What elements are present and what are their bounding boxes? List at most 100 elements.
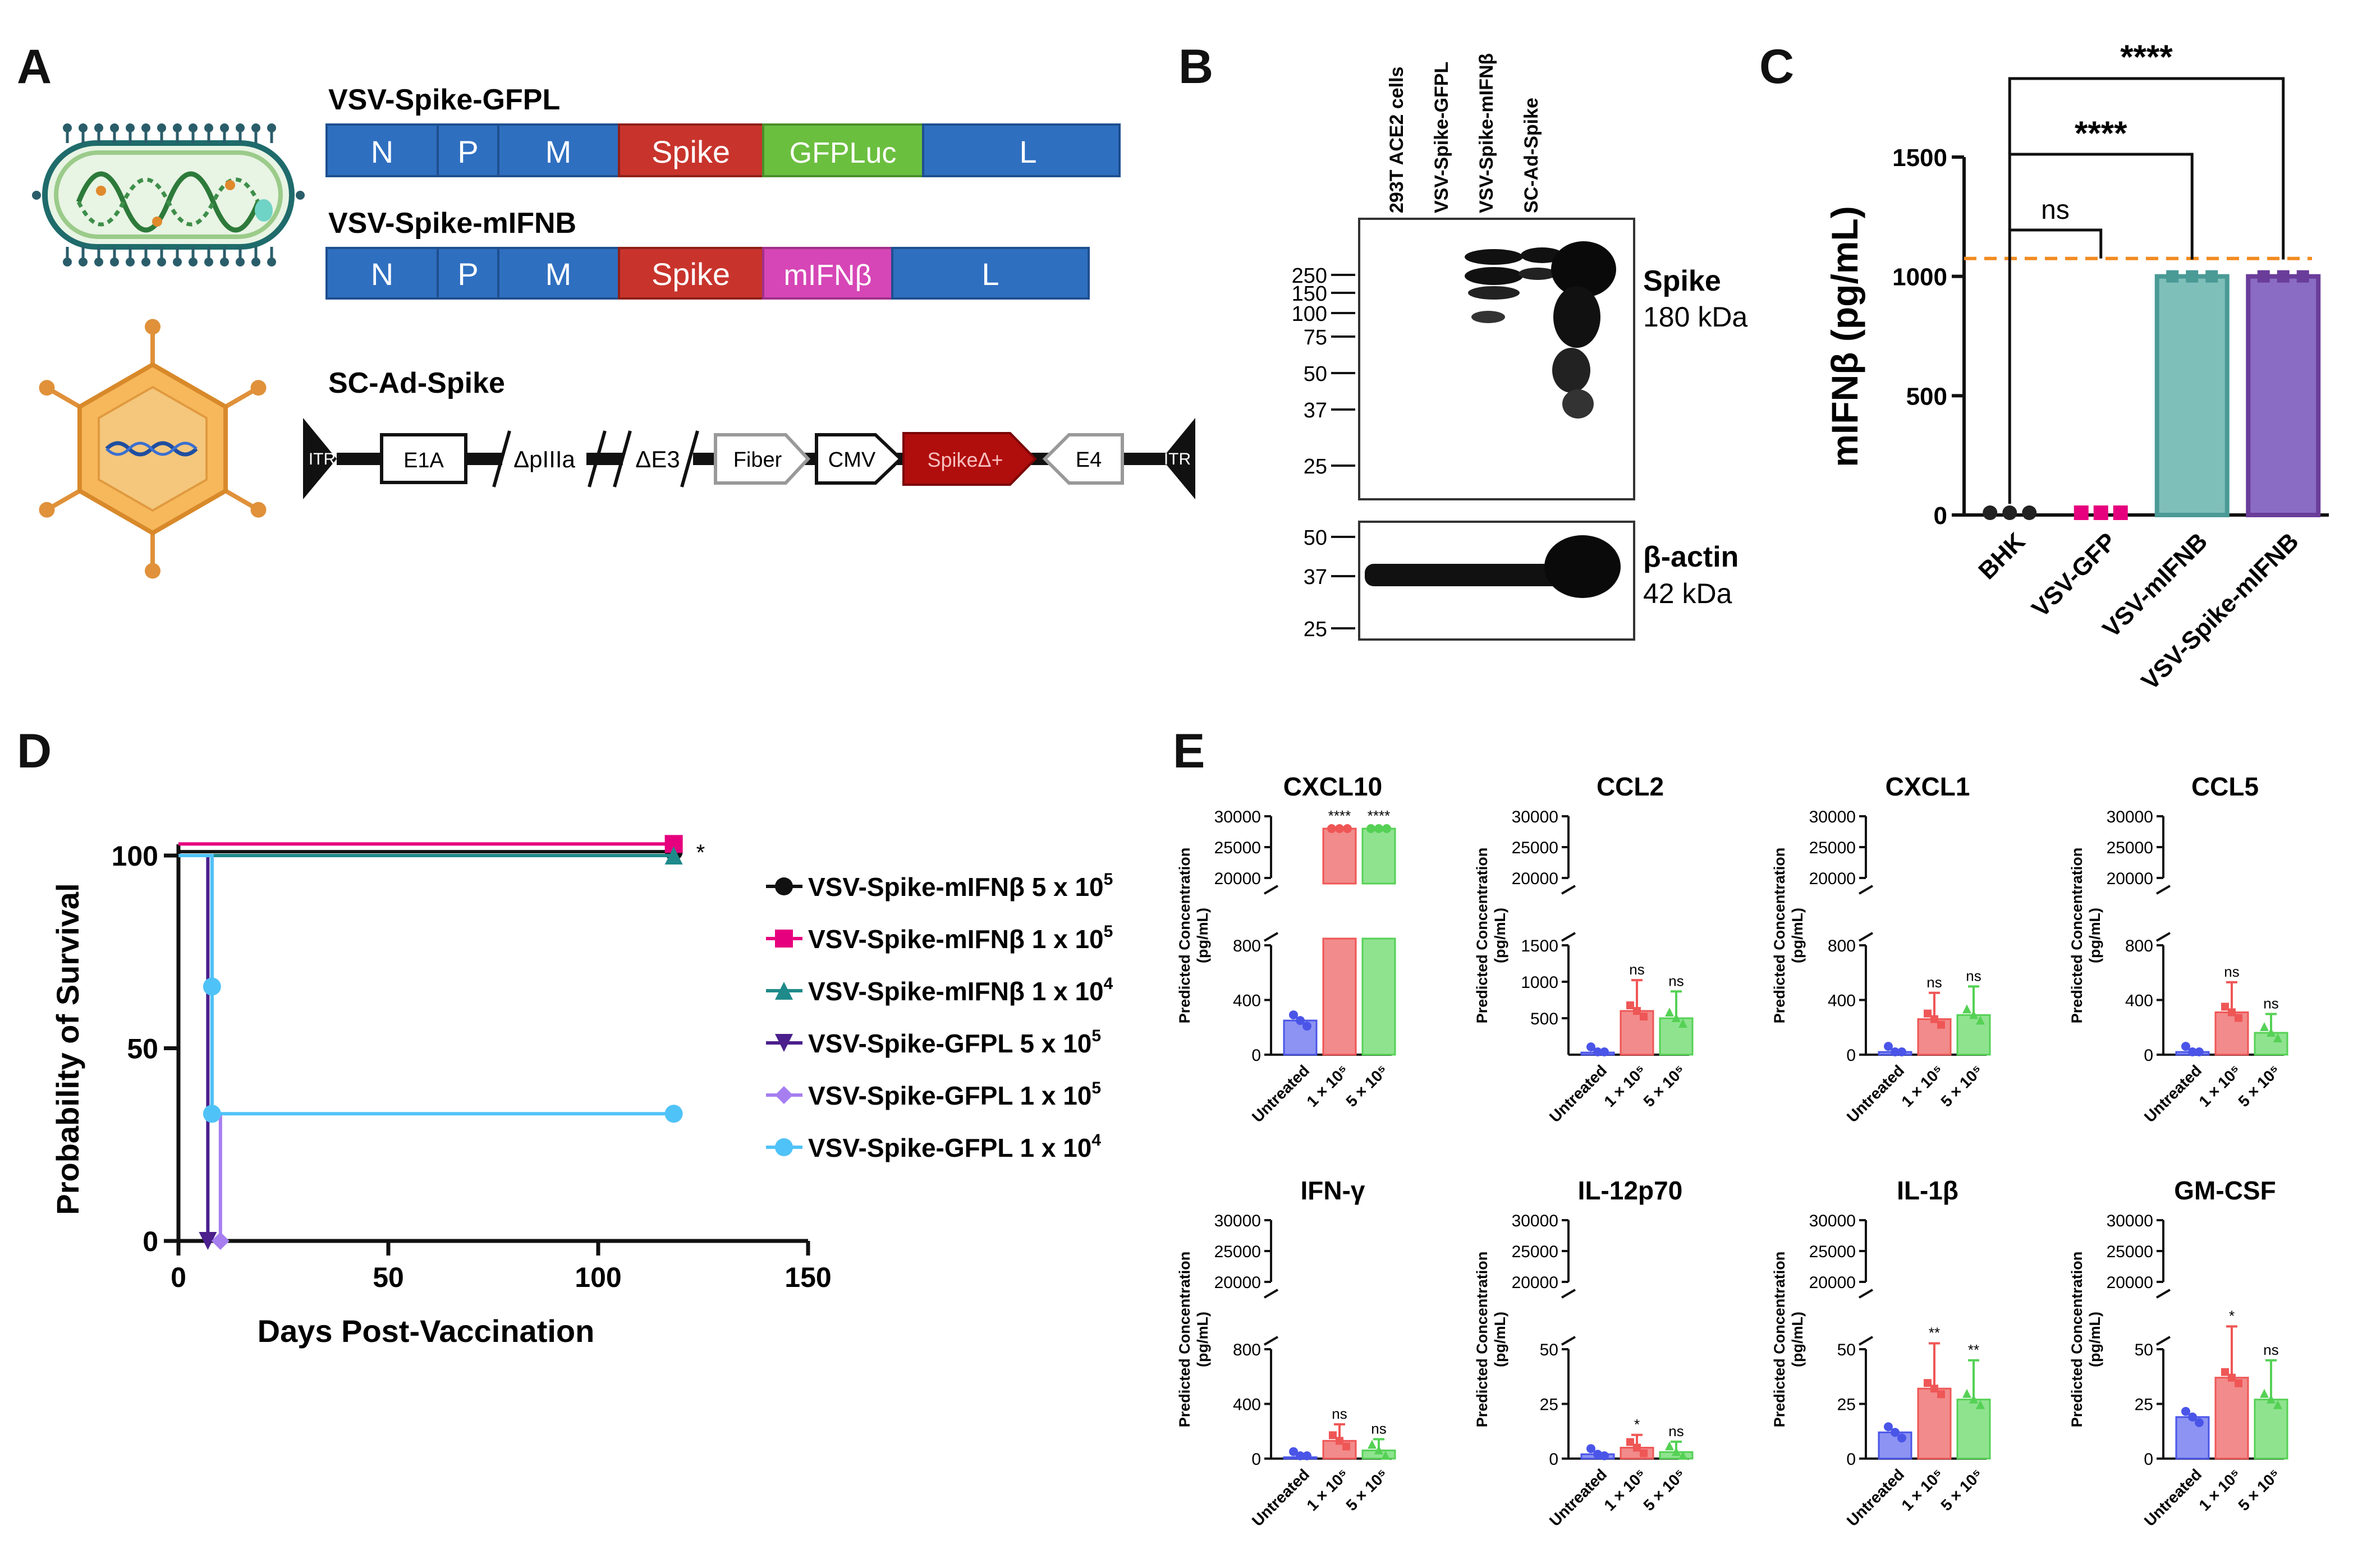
y-tick-label: 25000 [1809,1243,1856,1261]
data-point [1633,1443,1641,1452]
segment-spike: Spike [652,256,730,292]
x-tick-label: 5 × 10⁵ [1342,1061,1391,1110]
y-tick-label: 25000 [1809,839,1856,857]
subplot-title: IFN-γ [1301,1176,1365,1205]
legend-label: VSV-Spike-GFPL 5 x 105 [808,1027,1101,1058]
element-cmv: CMV [828,448,876,472]
glycoprotein-spike-head [236,257,245,266]
survival-line [178,854,210,1241]
series-marker [664,1105,683,1123]
fiber-knob [39,380,55,396]
x-tick-label: 5 × 10⁵ [2235,1465,2283,1514]
data-point [1302,1451,1311,1460]
data-point [2228,1008,2236,1017]
glycoprotein-spike-head [141,257,150,266]
series-marker [203,977,221,996]
data-point [2166,270,2179,283]
y-tick-label: 0 [1934,502,1947,530]
x-tick-label: Untreated [1546,1061,1610,1125]
y-axis-label: Predicted Concentration [1771,848,1788,1024]
y-tick-label: 400 [1828,992,1856,1010]
bar [2175,1416,2210,1460]
glycoprotein-spike-head [173,257,182,266]
glycoprotein-spike-head [141,123,150,132]
survival-series: VSV-Spike-mIFNβ 1 x 105 [178,835,1113,954]
data-point [1897,1047,1906,1056]
survival-series: VSV-Spike-mIFNβ 1 x 104 [178,847,1113,1006]
data-point [1343,824,1352,833]
glycoprotein-spike-head [126,123,135,132]
bar [1283,1019,1318,1056]
element-spike: SpikeΔ+ [927,448,1003,471]
y-tick-label: 800 [1828,937,1856,955]
data-point [1962,1004,1971,1014]
y-tick-label: 20000 [2107,1273,2153,1292]
glycoprotein-spike-head [126,257,135,266]
x-tick-label: 1 × 10⁵ [1600,1061,1649,1110]
segment-m: M [545,134,572,169]
data-point [1382,824,1391,833]
panel-a: VSV-Spike-GFPL N P M Spike GFPLuc L VSV-… [32,84,1195,579]
y-tick-label: 20000 [1214,1273,1261,1292]
y-axis-label-unit: (pg/mL) [1194,1312,1211,1367]
lane-label-scad: SC-Ad-Spike [1521,98,1542,213]
data-point [2296,270,2309,283]
y-axis-label-unit: (pg/mL) [1789,1312,1806,1367]
significance-label: ns [1332,1405,1347,1422]
x-tick-label: 5 × 10⁵ [1937,1465,1986,1514]
y-tick-label: 20000 [1214,870,1261,888]
significance-label: **** [1328,807,1351,824]
data-point [2186,270,2199,283]
x-tick-label: 0 [171,1262,186,1293]
adeno-construct-map: ITR E1A ΔpIIIa ΔE3 Fiber CMV SpikeΔ+ E4 … [303,418,1195,499]
data-point [2260,1022,2269,1031]
data-point [1335,824,1344,833]
y-axis-label: Probability of Survival [50,883,85,1215]
bar [1361,827,1396,885]
upper-target-size: 180 kDa [1643,301,1747,333]
x-tick-label: 150 [785,1262,831,1293]
x-tick-label: 5 × 10⁵ [1937,1061,1986,1110]
bar [1361,937,1396,1056]
y-tick-label: 30000 [1512,808,1558,826]
y-axis-label-unit: (pg/mL) [1789,908,1806,963]
axis-break [2155,1289,2171,1346]
bar [2254,1399,2288,1460]
data-point [1969,1010,1978,1019]
y-axis-label: Predicted Concentration [1474,1252,1490,1428]
glycoprotein-spike-head [79,123,88,132]
y-tick-label: 30000 [1512,1212,1558,1230]
y-tick-label: 30000 [2107,1212,2153,1230]
legend-label: VSV-Spike-GFPL 1 x 105 [808,1079,1101,1110]
segment-gfpluc: GFPLuc [790,137,897,169]
data-point [1366,824,1375,833]
x-tick-label: BHK [1973,527,2030,585]
x-tick-label: 1 × 10⁵ [1898,1465,1947,1514]
adeno-construct-name: SC-Ad-Spike [328,367,505,399]
y-tick-label: 25000 [1512,839,1558,857]
y-tick-label: 1000 [1892,264,1947,291]
upper-target-name: Spike [1643,265,1721,297]
y-tick-label: 800 [2125,937,2153,955]
bar [1322,937,1357,1056]
x-tick-label: 1 × 10⁵ [1303,1061,1352,1110]
series-marker [775,930,793,948]
glycoprotein-spike-head [63,123,72,132]
y-tick-label: 0 [1846,1450,1856,1469]
legend-label: VSV-Spike-GFPL 1 x 104 [808,1131,1101,1162]
y-tick-label: 30000 [2107,808,2153,826]
bar [1956,1014,1991,1056]
data-point [1302,1022,1311,1031]
marker-label: 100 [1292,302,1327,326]
glycoprotein-spike-head [110,257,119,266]
y-tick-label: 800 [1233,937,1261,955]
segment-p: P [457,134,478,169]
data-point [2188,1047,2197,1056]
data-point [1678,1019,1687,1028]
marker-label: 150 [1292,282,1327,306]
bar [1659,1017,1694,1056]
lower-target-size: 42 kDa [1643,578,1732,609]
